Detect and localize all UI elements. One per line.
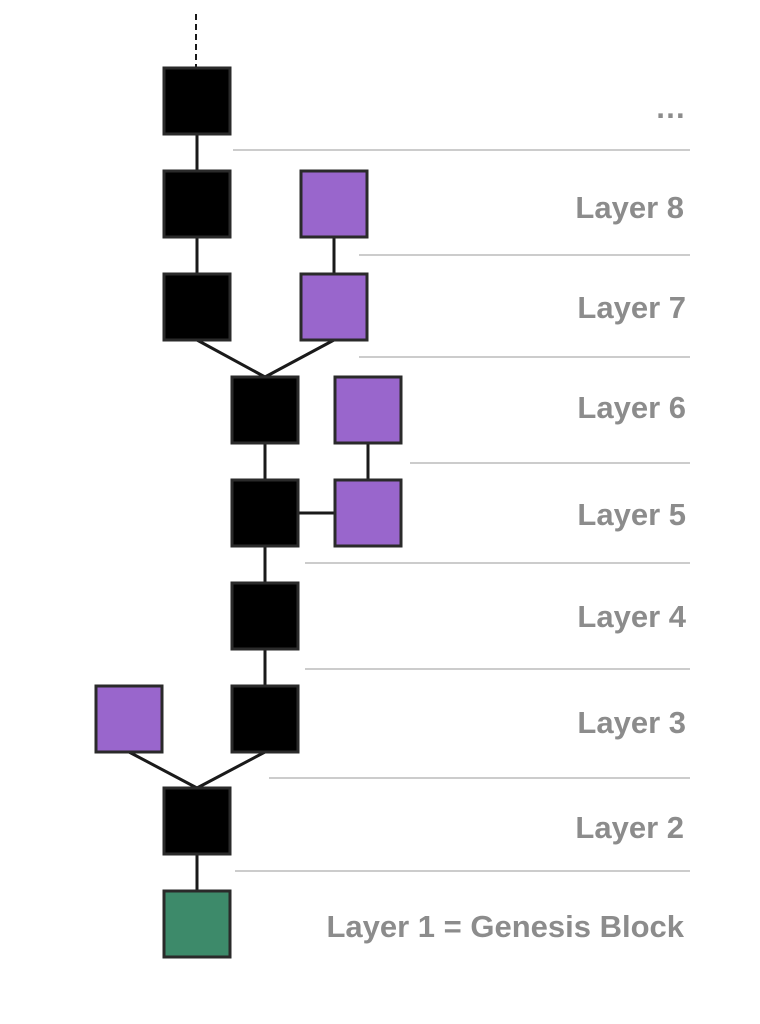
layer-label-ellipsis: … xyxy=(655,90,686,125)
block-main-chain xyxy=(162,272,232,342)
block-genesis xyxy=(162,889,232,959)
blocks xyxy=(94,66,403,959)
block-main-chain xyxy=(230,478,300,548)
layer-label-7: Layer 7 xyxy=(577,290,686,325)
layer-label-5: Layer 5 xyxy=(577,497,686,532)
layer-label-4: Layer 4 xyxy=(577,599,686,634)
block-orphan xyxy=(94,684,164,754)
layer-separators xyxy=(233,149,690,872)
block-main-chain xyxy=(230,375,300,445)
block-orphan xyxy=(333,478,403,548)
layer-labels: … Layer 8 Layer 7 Layer 6 Layer 5 Layer … xyxy=(326,90,686,944)
block-orphan xyxy=(299,169,369,239)
edge-b7b-b6a xyxy=(264,338,335,379)
block-edges xyxy=(128,14,370,891)
edge-b7a-b6a xyxy=(196,338,266,379)
block-main-chain xyxy=(162,786,232,856)
edge-b3a-b2a xyxy=(128,750,198,790)
layer-label-1-genesis: Layer 1 = Genesis Block xyxy=(326,909,684,944)
layer-label-2: Layer 2 xyxy=(575,810,684,845)
block-orphan xyxy=(299,272,369,342)
block-orphan xyxy=(333,375,403,445)
block-main-chain xyxy=(162,169,232,239)
block-main-chain xyxy=(162,66,232,136)
block-main-chain xyxy=(230,684,300,754)
layer-label-6: Layer 6 xyxy=(577,390,686,425)
edge-b3b-b2a xyxy=(196,750,266,790)
layer-label-3: Layer 3 xyxy=(577,705,686,740)
layer-label-8: Layer 8 xyxy=(575,190,684,225)
block-main-chain xyxy=(230,581,300,651)
